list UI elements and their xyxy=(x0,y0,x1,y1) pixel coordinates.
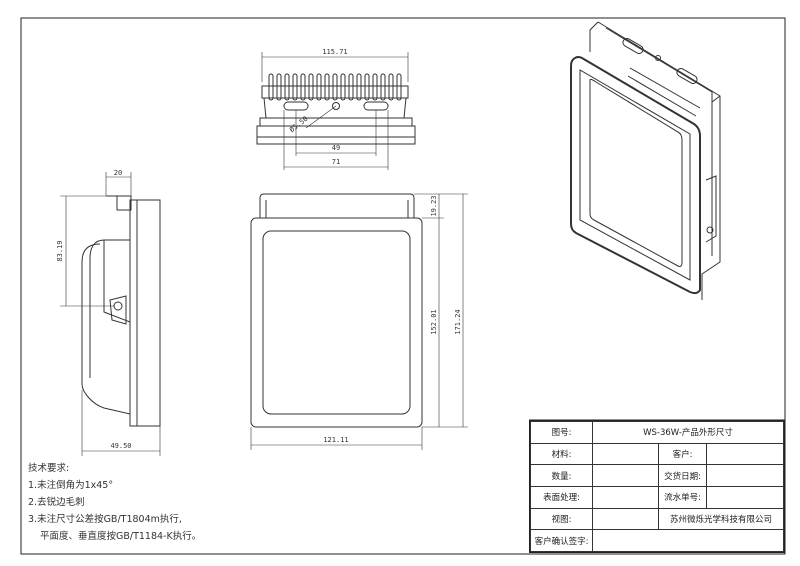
customer-label: 客户: xyxy=(658,442,707,466)
front-lens xyxy=(262,230,411,415)
dim-top-width: 115.71 xyxy=(322,48,347,56)
side-screw xyxy=(113,301,123,311)
note-line-1: 1.未注倒角为1x45° xyxy=(28,480,114,491)
customer-value xyxy=(706,442,784,466)
notes-title: 技术要求: xyxy=(28,463,70,474)
heatsink-fins xyxy=(268,73,402,101)
dim-side-height: 83.19 xyxy=(56,240,64,261)
material-value xyxy=(592,442,659,466)
surface-treatment-label: 表面处理: xyxy=(530,485,593,509)
quantity-label: 数量: xyxy=(530,464,593,487)
dim-slot-outer: 71 xyxy=(332,158,340,166)
mount-slot-right xyxy=(363,101,389,111)
dim-front-width: 121.11 xyxy=(323,436,348,444)
mount-slot-left xyxy=(283,101,309,111)
delivery-date-value xyxy=(706,464,784,487)
note-line-4: 平面度、垂直度按GB/T1184-K执行。 xyxy=(40,531,202,542)
flow-number-label: 流水单号: xyxy=(658,485,707,509)
dim-total-height: 171.24 xyxy=(454,309,462,334)
center-hole xyxy=(332,102,340,110)
title-block: 图号: WS-36W-产品外形尺寸 材料: 客户: 数量: 交货日期: 表面处理… xyxy=(529,420,785,553)
iso-lens xyxy=(589,78,683,267)
drawing-no-label: 图号: xyxy=(530,421,593,444)
front-view xyxy=(250,193,468,450)
view-value xyxy=(592,507,659,531)
surface-treatment-value xyxy=(592,485,659,509)
drawing-no-value: WS-36W-产品外形尺寸 xyxy=(592,421,784,444)
note-line-3: 3.未注尺寸公差按GB/T1804m执行, xyxy=(28,514,182,525)
company-name: 苏州微烁光学科技有限公司 xyxy=(658,507,784,531)
customer-confirm-label: 客户确认签字: xyxy=(530,529,593,552)
dim-side-top: 20 xyxy=(114,169,122,177)
front-handle xyxy=(259,193,415,218)
isometric-view xyxy=(570,21,721,300)
quantity-value xyxy=(592,464,659,487)
side-view xyxy=(60,172,161,456)
flow-number-value xyxy=(706,485,784,509)
technical-notes: 技术要求: 1.未注倒角为1x45° 2.去锐边毛刺 3.未注尺寸公差按GB/T… xyxy=(28,460,201,545)
delivery-date-label: 交货日期: xyxy=(658,464,707,487)
iso-slot-left xyxy=(622,38,644,54)
dim-slot-inner: 49 xyxy=(332,144,340,152)
dim-handle-height: 19.23 xyxy=(430,195,438,216)
drawing-border xyxy=(20,17,786,555)
customer-confirm-value xyxy=(592,529,784,552)
iso-slot-right xyxy=(676,68,698,84)
view-label: 视图: xyxy=(530,507,593,531)
material-label: 材料: xyxy=(530,442,593,466)
top-view xyxy=(256,52,416,170)
note-line-2: 2.去锐边毛刺 xyxy=(28,497,85,508)
dim-body-height: 152.01 xyxy=(430,309,438,334)
dim-side-depth: 49.50 xyxy=(110,442,131,450)
